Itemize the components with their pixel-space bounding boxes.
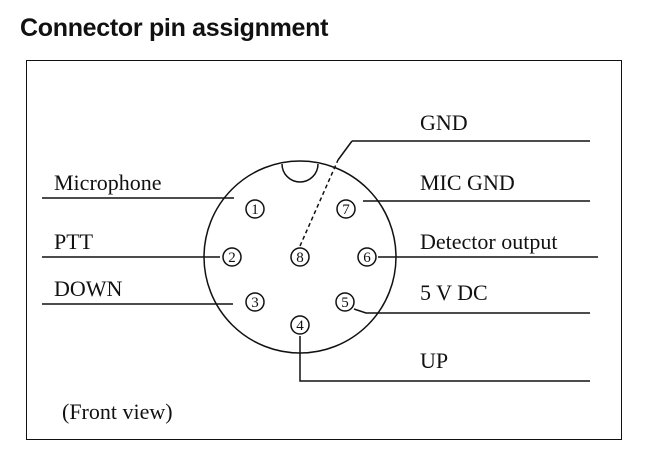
- front-view-note: (Front view): [62, 399, 173, 424]
- pin-8-number: 8: [296, 250, 304, 266]
- pin-6-label: Detector output: [420, 229, 557, 254]
- pin-6-marker: [357, 247, 377, 267]
- pin-2: PTT 2: [42, 229, 242, 267]
- pin-4: UP 4: [290, 315, 590, 382]
- page-title: Connector pin assignment: [20, 14, 329, 42]
- pin-8-lead-dashed: [299, 159, 339, 247]
- pin-1: Microphone 1: [42, 170, 265, 219]
- pin-4-lead: [299, 336, 590, 382]
- pin-6: Detector output 6: [357, 229, 598, 267]
- pin-4-marker: [290, 315, 310, 335]
- pin-5-marker: [335, 292, 355, 312]
- pin-2-marker: [222, 247, 242, 267]
- pin-5: 5 V DC 5: [335, 280, 590, 314]
- pin-8-lead: [337, 140, 353, 161]
- pin-2-number: 2: [228, 250, 236, 266]
- pin-4-number: 4: [296, 318, 304, 334]
- pin-3-number: 3: [251, 295, 259, 311]
- pin-8: GND 8: [290, 110, 590, 267]
- pin-7-number: 7: [342, 202, 350, 218]
- pin-1-marker: [245, 199, 265, 219]
- pin-1-label: Microphone: [54, 170, 162, 195]
- pin-7-marker: [336, 199, 356, 219]
- pin-4-label: UP: [420, 348, 448, 373]
- pin-3-label: DOWN: [54, 276, 123, 301]
- pin-6-number: 6: [363, 250, 371, 266]
- pin-2-label: PTT: [54, 229, 94, 254]
- pin-7-label: MIC GND: [420, 170, 515, 195]
- pin-3: DOWN 3: [42, 276, 265, 312]
- pin-3-marker: [245, 292, 265, 312]
- diagram-frame: [26, 60, 622, 440]
- pin-5-number: 5: [341, 295, 349, 311]
- pin-8-marker: [290, 247, 310, 267]
- pin-1-number: 1: [251, 202, 259, 218]
- pin-5-label: 5 V DC: [420, 280, 488, 305]
- pin-8-label: GND: [420, 110, 468, 135]
- pin-5-lead: [353, 308, 590, 314]
- connector-key-notch: [281, 163, 319, 183]
- pin-7: MIC GND 7: [336, 170, 590, 219]
